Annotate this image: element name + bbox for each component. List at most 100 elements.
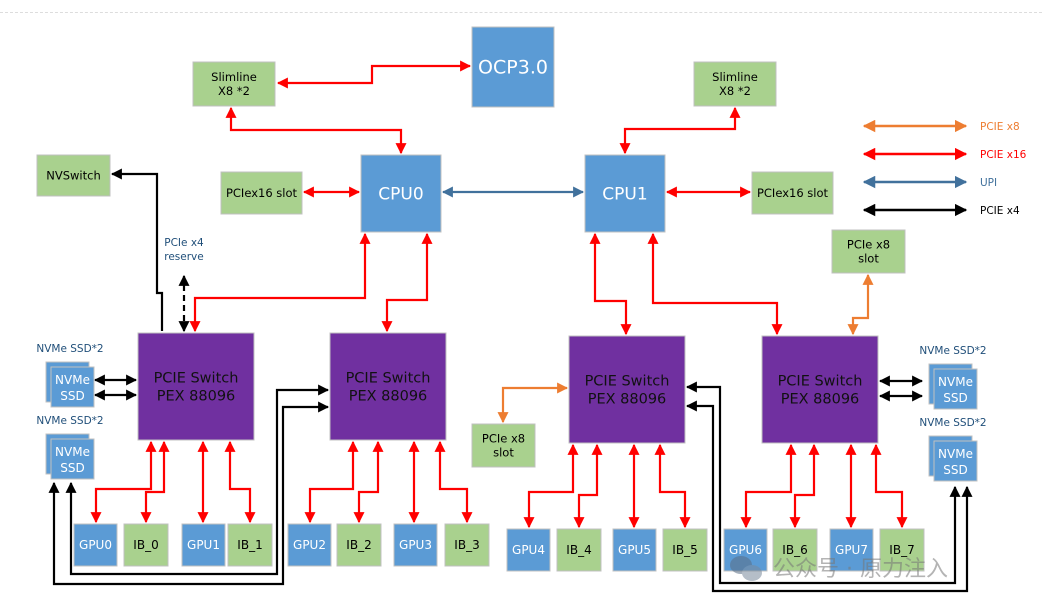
- pcie-switch-1-label: PEX 88096: [349, 389, 428, 405]
- pcie8-mid-slot-rect: [471, 423, 536, 468]
- gpu5-box: GPU5: [612, 528, 657, 572]
- ib0-box: IB_0: [123, 523, 169, 567]
- link-switch2-pcie8: [497, 382, 569, 424]
- nvme-ssd-label: NVMe: [55, 445, 90, 459]
- link-slimline-ocp: [276, 60, 472, 89]
- nvme-ssd-label: SSD: [943, 463, 967, 477]
- ib5-box-rect: [662, 528, 708, 572]
- slimline-right-box-label: Slimline: [712, 70, 758, 84]
- nvme-ssd-label: SSD: [60, 389, 84, 403]
- link-sw1-ib3: [434, 440, 473, 524]
- ib3-box-label: IB_3: [454, 538, 479, 552]
- ib6-box-rect: [772, 528, 818, 572]
- reserve-label: PCIe x4: [164, 237, 204, 249]
- link-sw0-ib1: [224, 440, 256, 524]
- gpu3-box-label: GPU3: [399, 538, 432, 552]
- top-divider: [0, 12, 1042, 13]
- ocp-box: OCP3.0: [471, 26, 555, 108]
- slimline-right-box-rect: [693, 61, 777, 107]
- pcie8-mid-slot-label: PCIe x8: [482, 431, 525, 445]
- nvme-ssd-label: SSD: [60, 461, 84, 475]
- pcie-switch-2-rect: [568, 335, 686, 444]
- nvswitch-box-label: NVSwitch: [46, 169, 101, 183]
- gpu4-box-label: GPU4: [512, 543, 545, 557]
- link-sw3-gpu6: [740, 443, 797, 529]
- ib6-box: IB_6: [772, 528, 818, 572]
- nvme-group-label: NVMe SSD*2: [36, 415, 103, 427]
- gpu5-box-label: GPU5: [618, 543, 651, 557]
- watermark-text: 公众号 · 原力注入: [773, 557, 948, 582]
- nvme-group-label: NVMe SSD*2: [36, 343, 103, 355]
- link-cpu1-switch2: [589, 232, 632, 336]
- legend-label: UPI: [980, 177, 997, 189]
- nvme-ssd-label: SSD: [943, 391, 967, 405]
- gpu5-box-rect: [612, 528, 657, 572]
- gpu4-box: GPU4: [506, 528, 551, 572]
- pcie16-right-slot-label: PCIex16 slot: [757, 186, 829, 200]
- pcie-switch-1-rect: [329, 332, 447, 441]
- link-cpu1-switch3: [647, 232, 783, 336]
- gpu6-box-label: GPU6: [729, 543, 762, 557]
- ib7-box: IB_7: [879, 528, 925, 572]
- pcie16-left-slot-rect: [220, 171, 303, 215]
- ib3-box-rect: [444, 523, 490, 567]
- link-sw3-ib6: [789, 443, 820, 529]
- pcie-switch-3-label: PCIE Switch: [778, 374, 863, 390]
- gpu2-box-label: GPU2: [293, 538, 326, 552]
- link-sw2-ib5: [654, 443, 691, 529]
- pcie-switch-0-label: PEX 88096: [157, 389, 236, 405]
- ib1-box-rect: [227, 523, 273, 567]
- gpu2-box: GPU2: [287, 523, 332, 567]
- pcie8-right-slot-label: slot: [858, 252, 879, 266]
- gpu1-box: GPU1: [181, 523, 226, 567]
- cpu1-box: CPU1: [584, 154, 666, 233]
- cpu0-box-label: CPU0: [378, 184, 423, 204]
- ib2-box-rect: [336, 523, 382, 567]
- gpu0-box: GPU0: [73, 523, 118, 567]
- ocp-box-label: OCP3.0: [478, 57, 548, 79]
- legend-item-3: PCIE x4: [862, 203, 1020, 217]
- wechat-icon-bubble: [742, 565, 762, 581]
- legend-label: PCIE x16: [980, 149, 1027, 161]
- nvme-ssd-front: [50, 438, 95, 480]
- gpu7-box-label: GPU7: [835, 543, 868, 557]
- ib4-box-rect: [556, 528, 602, 572]
- slimline-left-box-label: Slimline: [211, 70, 257, 84]
- link-sw2-ib4: [573, 443, 603, 529]
- cpu1-box-label: CPU1: [602, 184, 647, 204]
- gpu3-box: GPU3: [393, 523, 438, 567]
- ib1-box-label: IB_1: [237, 538, 262, 552]
- pcie16-right-slot-rect: [751, 171, 834, 215]
- legend-item-1: PCIE x16: [862, 147, 1027, 161]
- link-sw0-ib0: [140, 440, 170, 524]
- link-nvme-lb-sw1-b: [48, 401, 330, 586]
- ib0-box-rect: [123, 523, 169, 567]
- pcie16-right-slot: PCIex16 slot: [751, 171, 834, 215]
- ib2-box: IB_2: [336, 523, 382, 567]
- legend-item-0: PCIE x8: [862, 119, 1020, 133]
- pcie-switch-2-label: PEX 88096: [588, 392, 667, 408]
- pcie8-right-slot-label: PCIe x8: [847, 237, 890, 251]
- gpu0-box-label: GPU0: [79, 538, 112, 552]
- gpu3-box-rect: [393, 523, 438, 567]
- pcie-switch-0-rect: [137, 332, 255, 441]
- ib7-box-rect: [879, 528, 925, 572]
- link-nvme-rb-sw2-b: [685, 400, 973, 593]
- ib0-box-label: IB_0: [133, 538, 158, 552]
- nvme-group-label: NVMe SSD*2: [919, 417, 986, 429]
- pcie8-right-slot-rect: [831, 229, 906, 274]
- ib7-box-label: IB_7: [889, 543, 914, 557]
- nvme-group-label: NVMe SSD*2: [919, 345, 986, 357]
- link-sw2-gpu4: [523, 443, 579, 529]
- gpu1-box-rect: [181, 523, 226, 567]
- gpu7-box-rect: [829, 528, 874, 572]
